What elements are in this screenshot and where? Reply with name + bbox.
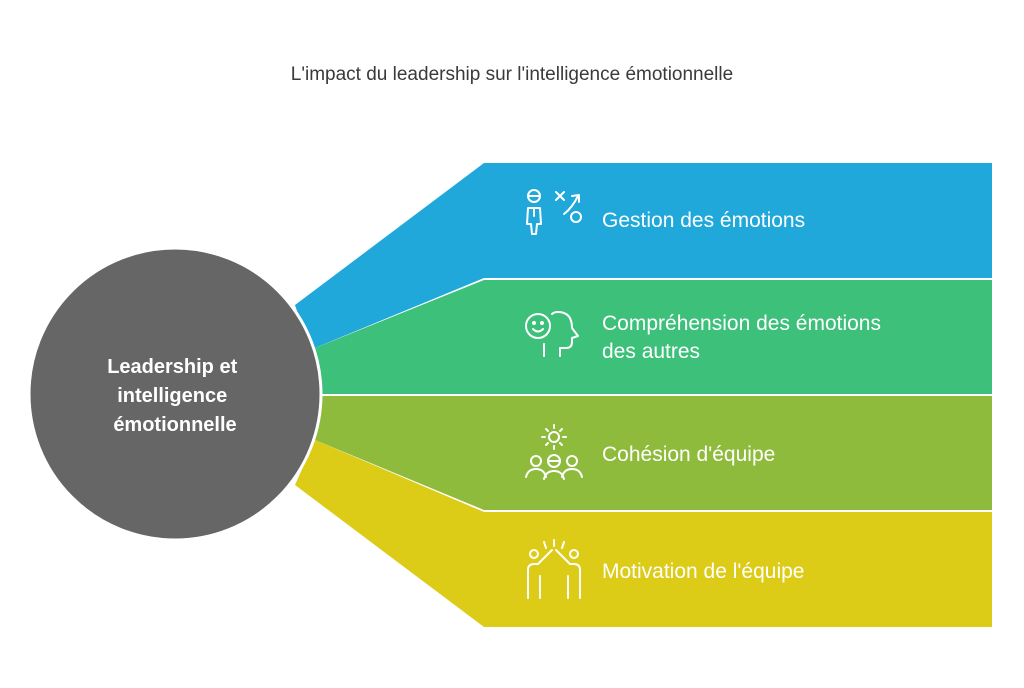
band-shape	[310, 280, 992, 394]
band-team-cohesion: Cohésion d'équipe	[315, 396, 992, 510]
band-label: Gestion des émotions	[602, 209, 805, 232]
diagram-title: L'impact du leadership sur l'intelligenc…	[291, 64, 733, 85]
band-team-motivation: Motivation de l'équipe	[295, 440, 992, 627]
center-label: Leadership et intelligence émotionnelle	[107, 356, 243, 436]
center-circle	[27, 246, 323, 542]
band-emotion-management: Gestion des émotions	[295, 163, 992, 350]
band-shape	[295, 440, 992, 627]
center-node: Leadership et intelligence émotionnelle	[27, 246, 323, 542]
empathy-head-icon	[525, 311, 579, 357]
band-label: Motivation de l'équipe	[602, 560, 804, 583]
band-label: Compréhension des émotions des autres	[602, 312, 887, 363]
high-five-icon	[527, 539, 581, 599]
band-understanding-others: Compréhension des émotions des autres	[310, 280, 992, 394]
band-shape	[295, 163, 992, 350]
team-cohesion-icon	[525, 424, 583, 480]
band-shape	[315, 396, 992, 510]
emotion-management-icon	[526, 189, 582, 235]
band-label: Cohésion d'équipe	[602, 443, 775, 466]
